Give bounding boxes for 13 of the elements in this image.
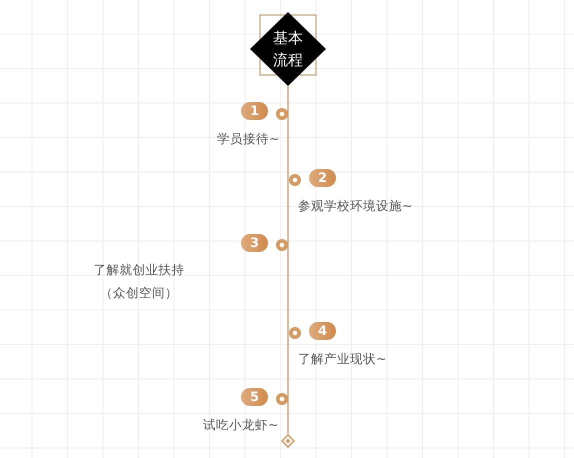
- step-number-badge: 5: [241, 388, 268, 406]
- title-diamond: 基本流程: [250, 12, 326, 86]
- step-label: 试吃小龙虾~: [203, 416, 278, 434]
- step-label: 参观学校环境设施~: [298, 197, 412, 215]
- end-diamond: [281, 434, 295, 448]
- step-label: 了解就创业扶持（众创空间）: [92, 261, 186, 302]
- step-label: 学员接待~: [217, 130, 280, 148]
- step-number-badge: 3: [241, 234, 268, 252]
- step-label: 了解产业现状~: [298, 350, 386, 368]
- step-number-badge: 1: [241, 102, 268, 120]
- step-number-badge: 4: [309, 322, 336, 340]
- step-number-badge: 2: [309, 169, 336, 187]
- timeline-line: [287, 86, 289, 434]
